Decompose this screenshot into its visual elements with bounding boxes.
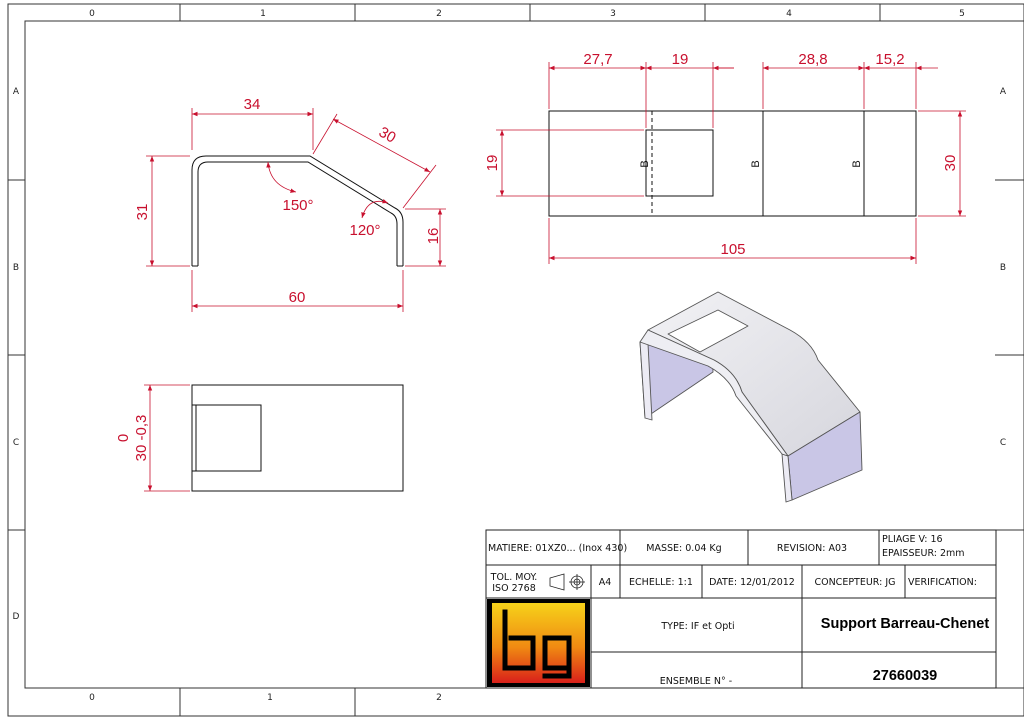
dim-right-leg: 16	[425, 228, 442, 245]
dim-flat-19: 19	[672, 51, 689, 68]
tb-date: DATE: 12/01/2012	[709, 577, 795, 588]
bend-mark-2: B	[750, 160, 762, 167]
dim-total-width: 60	[289, 289, 306, 306]
flat-pattern-hole	[645, 129, 714, 197]
dim-flat-length: 105	[720, 241, 745, 258]
dim-flat-height: 30	[942, 155, 959, 172]
bend-mark-3: B	[851, 160, 863, 167]
col-label-0: 0	[89, 9, 95, 19]
dim-angle-150: 150°	[282, 197, 313, 214]
isometric-view	[639, 291, 863, 503]
tb-title: Support Barreau-Chenet	[821, 616, 990, 632]
col-label-4: 4	[786, 9, 792, 19]
tb-epaisseur: EPAISSEUR: 2mm	[882, 548, 965, 559]
col-label-bottom-0: 0	[89, 693, 95, 703]
tb-type: TYPE: IF et Opti	[660, 621, 734, 632]
part-profile	[191, 155, 404, 267]
projection-symbol-icon	[549, 573, 585, 591]
tb-revision: REVISION: A03	[777, 543, 847, 554]
tb-format: A4	[599, 577, 612, 588]
dim-slope-length: 30	[376, 124, 399, 147]
tb-verification: VERIFICATION:	[908, 577, 977, 588]
col-label-3: 3	[610, 9, 616, 19]
title-block: MATIERE: 01XZ0... (Inox 430) MASSE: 0.04…	[485, 529, 997, 689]
tb-ensemble: ENSEMBLE N° -	[660, 676, 732, 687]
tb-matiere: MATIERE: 01XZ0... (Inox 430)	[488, 543, 627, 554]
top-view: 0 30 -0,3	[115, 384, 404, 492]
tb-tol-line1: TOL. MOY.	[490, 572, 538, 583]
front-dimension-lines	[146, 108, 446, 312]
frame-labels: 0 1 2 3 4 5 0 1 2 A B C D A B C	[13, 9, 1007, 703]
dim-tolerance-upper: 0	[115, 434, 132, 442]
row-label-a-right: A	[1000, 87, 1007, 97]
front-view: 34 30 31 16 60 150° 120°	[134, 96, 446, 312]
dim-flat-27-7: 27,7	[583, 51, 612, 68]
row-label-b-right: B	[1000, 263, 1006, 273]
bg-logo	[487, 599, 590, 687]
dim-flat-hole-height: 19	[484, 155, 501, 172]
tb-pliage: PLIAGE V: 16	[882, 534, 943, 545]
tb-part-number: 27660039	[873, 668, 938, 684]
row-label-d-left: D	[13, 612, 20, 622]
col-label-1: 1	[260, 9, 266, 19]
row-label-c-left: C	[13, 438, 19, 448]
dim-tolerance-lower: 30 -0,3	[133, 415, 150, 462]
dim-height: 31	[134, 204, 151, 221]
dim-flat-15-2: 15,2	[875, 51, 904, 68]
tb-masse: MASSE: 0.04 Kg	[646, 543, 721, 554]
bend-mark-1: B	[639, 160, 651, 167]
col-label-5: 5	[959, 9, 965, 19]
col-label-bottom-2: 2	[436, 693, 442, 703]
row-label-c-right: C	[1000, 438, 1006, 448]
top-view-dimension-lines	[144, 384, 190, 492]
tb-concepteur: CONCEPTEUR: JG	[814, 577, 895, 588]
row-label-a-left: A	[13, 87, 20, 97]
dim-top-width: 34	[244, 96, 261, 113]
row-label-b-left: B	[13, 263, 19, 273]
top-view-hole	[195, 404, 262, 472]
tb-echelle: ECHELLE: 1:1	[629, 577, 693, 588]
col-label-2: 2	[436, 9, 442, 19]
flat-pattern-view: 27,7 19 28,8 15,2 19 30 105 B B B	[484, 51, 966, 264]
col-label-bottom-1: 1	[267, 693, 273, 703]
flat-pattern-outline	[548, 110, 917, 217]
tb-tol-line2: ISO 2768	[492, 583, 536, 594]
flat-dimension-lines	[496, 62, 966, 264]
dim-flat-28-8: 28,8	[798, 51, 827, 68]
dim-angle-120: 120°	[349, 222, 380, 239]
top-view-outline	[191, 384, 404, 492]
